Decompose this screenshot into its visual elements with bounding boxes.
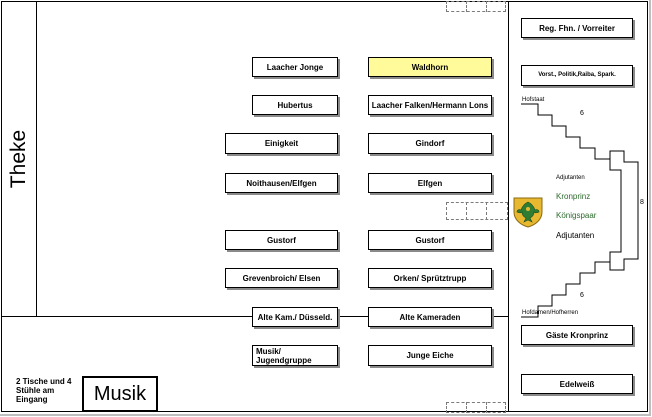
table-right-7[interactable]: Alte Kameraden — [368, 307, 492, 327]
bar-counter: Theke — [1, 1, 37, 317]
adjutanten-top-label: Adjutanten — [556, 175, 585, 181]
table-left-4[interactable]: Noithausen/Elfgen — [225, 173, 338, 193]
entrance-top-divider — [486, 1, 487, 12]
entrance-note: 2 Tische und 4 Stühle am Eingang — [16, 377, 72, 404]
table-left-1[interactable]: Laacher Jonge — [252, 57, 338, 77]
hofdamen-label: Hofdamen/Hofherren — [522, 310, 579, 316]
table-left-8[interactable]: Musik/ Jugendgruppe — [252, 345, 338, 366]
table-right-4[interactable]: Elfgen — [368, 173, 492, 193]
table-left-3[interactable]: Einigkeit — [225, 133, 338, 154]
entrance-middle-divider — [486, 202, 487, 220]
count-bottom: 6 — [580, 292, 584, 299]
entrance-bottom — [446, 402, 506, 413]
entrance-middle — [446, 202, 508, 220]
table-right-8[interactable]: Junge Eiche — [368, 345, 492, 366]
count-top: 6 — [580, 110, 584, 117]
table-reg-fhn[interactable]: Reg. Fhn. / Vorreiter — [521, 18, 633, 38]
table-gaeste-kronprinz[interactable]: Gäste Kronprinz — [521, 325, 633, 345]
table-right-1[interactable]: Waldhorn — [368, 57, 492, 77]
coat-of-arms-icon — [513, 197, 543, 228]
entrance-middle-divider — [466, 202, 467, 220]
table-right-3[interactable]: Gindorf — [368, 133, 492, 154]
table-right-2[interactable]: Laacher Falken/Hermann Lons — [368, 95, 492, 115]
entrance-bottom-divider — [466, 402, 467, 413]
entrance-top-divider — [466, 1, 467, 12]
entrance-top — [446, 1, 506, 12]
count-side: 8 — [640, 199, 644, 206]
hofstaat-label: Hofstaat — [522, 97, 545, 103]
kronprinz-label: Kronprinz — [556, 192, 591, 201]
table-right-5[interactable]: Gustorf — [368, 230, 492, 250]
table-left-2[interactable]: Hubertus — [252, 95, 338, 115]
table-edelweiss[interactable]: Edelweiß — [521, 374, 633, 394]
table-left-5[interactable]: Gustorf — [225, 230, 338, 250]
entrance-bottom-divider — [486, 402, 487, 413]
adjutanten-bottom-label: Adjutanten — [556, 231, 595, 240]
table-right-6[interactable]: Orken/ Sprütztrupp — [368, 268, 492, 288]
stage-area-boundary — [508, 1, 509, 412]
stairs-outer — [521, 103, 622, 318]
music-stage: Musik — [82, 376, 158, 412]
table-left-6[interactable]: Grevenbroich/ Elsen — [225, 268, 338, 288]
music-stage-label: Musik — [93, 382, 147, 405]
koenigspaar-label: Königspaar — [556, 211, 597, 220]
table-vorstand[interactable]: Vorst., Politik,Raiba, Spark. — [521, 65, 633, 86]
table-left-7[interactable]: Alte Kam./ Düsseld. — [252, 307, 338, 327]
stairs-side — [609, 150, 639, 271]
